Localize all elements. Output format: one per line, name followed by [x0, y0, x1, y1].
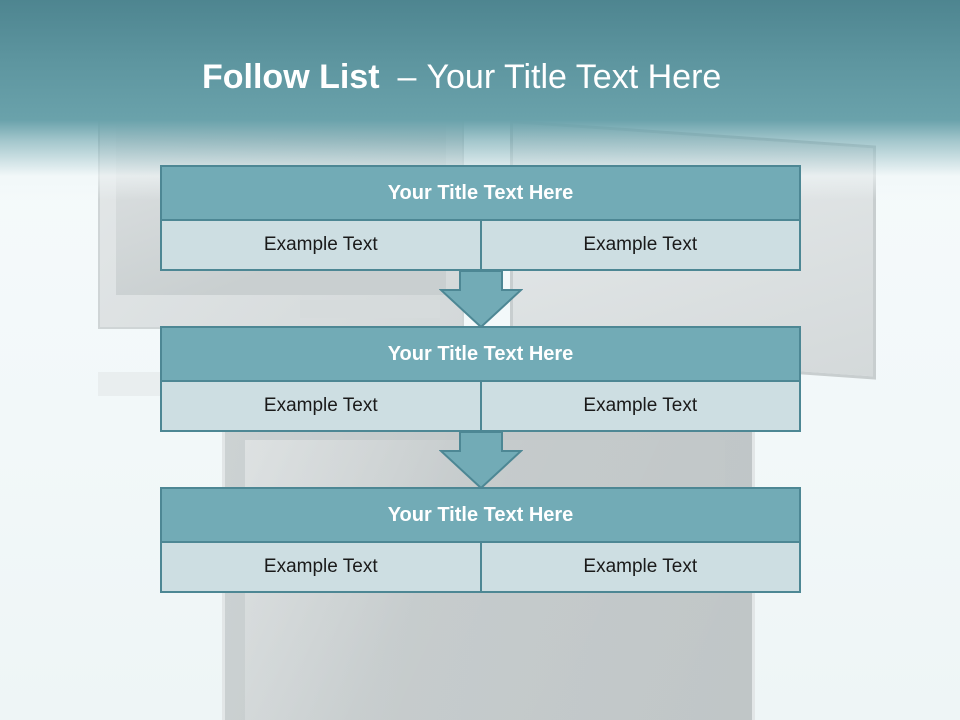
step-block-2: Your Title Text Here Example Text Exampl…: [160, 326, 801, 432]
step-block-3: Your Title Text Here Example Text Exampl…: [160, 487, 801, 593]
step-3-row: Example Text Example Text: [160, 543, 801, 593]
step-2-heading: Your Title Text Here: [160, 326, 801, 382]
background-monitor-stand: [300, 300, 440, 318]
step-1-heading: Your Title Text Here: [160, 165, 801, 221]
step-3-right-cell: Example Text: [479, 543, 799, 591]
slide-title-bold: Follow List: [202, 58, 380, 96]
step-2-right-cell: Example Text: [479, 382, 799, 430]
step-1-right-cell: Example Text: [479, 221, 799, 269]
step-block-1: Your Title Text Here Example Text Exampl…: [160, 165, 801, 271]
down-arrow-icon-2: [439, 431, 523, 489]
step-3-left-cell: Example Text: [162, 543, 480, 591]
step-2-row: Example Text Example Text: [160, 382, 801, 432]
step-1-row: Example Text Example Text: [160, 221, 801, 271]
step-3-heading: Your Title Text Here: [160, 487, 801, 543]
down-arrow-icon-1: [439, 270, 523, 328]
slide-title-dash: –: [397, 58, 417, 96]
slide-title-rest: Your Title Text Here: [426, 58, 722, 96]
step-2-left-cell: Example Text: [162, 382, 480, 430]
step-1-left-cell: Example Text: [162, 221, 480, 269]
slide-title: Follow List–Your Title Text Here: [202, 52, 721, 102]
